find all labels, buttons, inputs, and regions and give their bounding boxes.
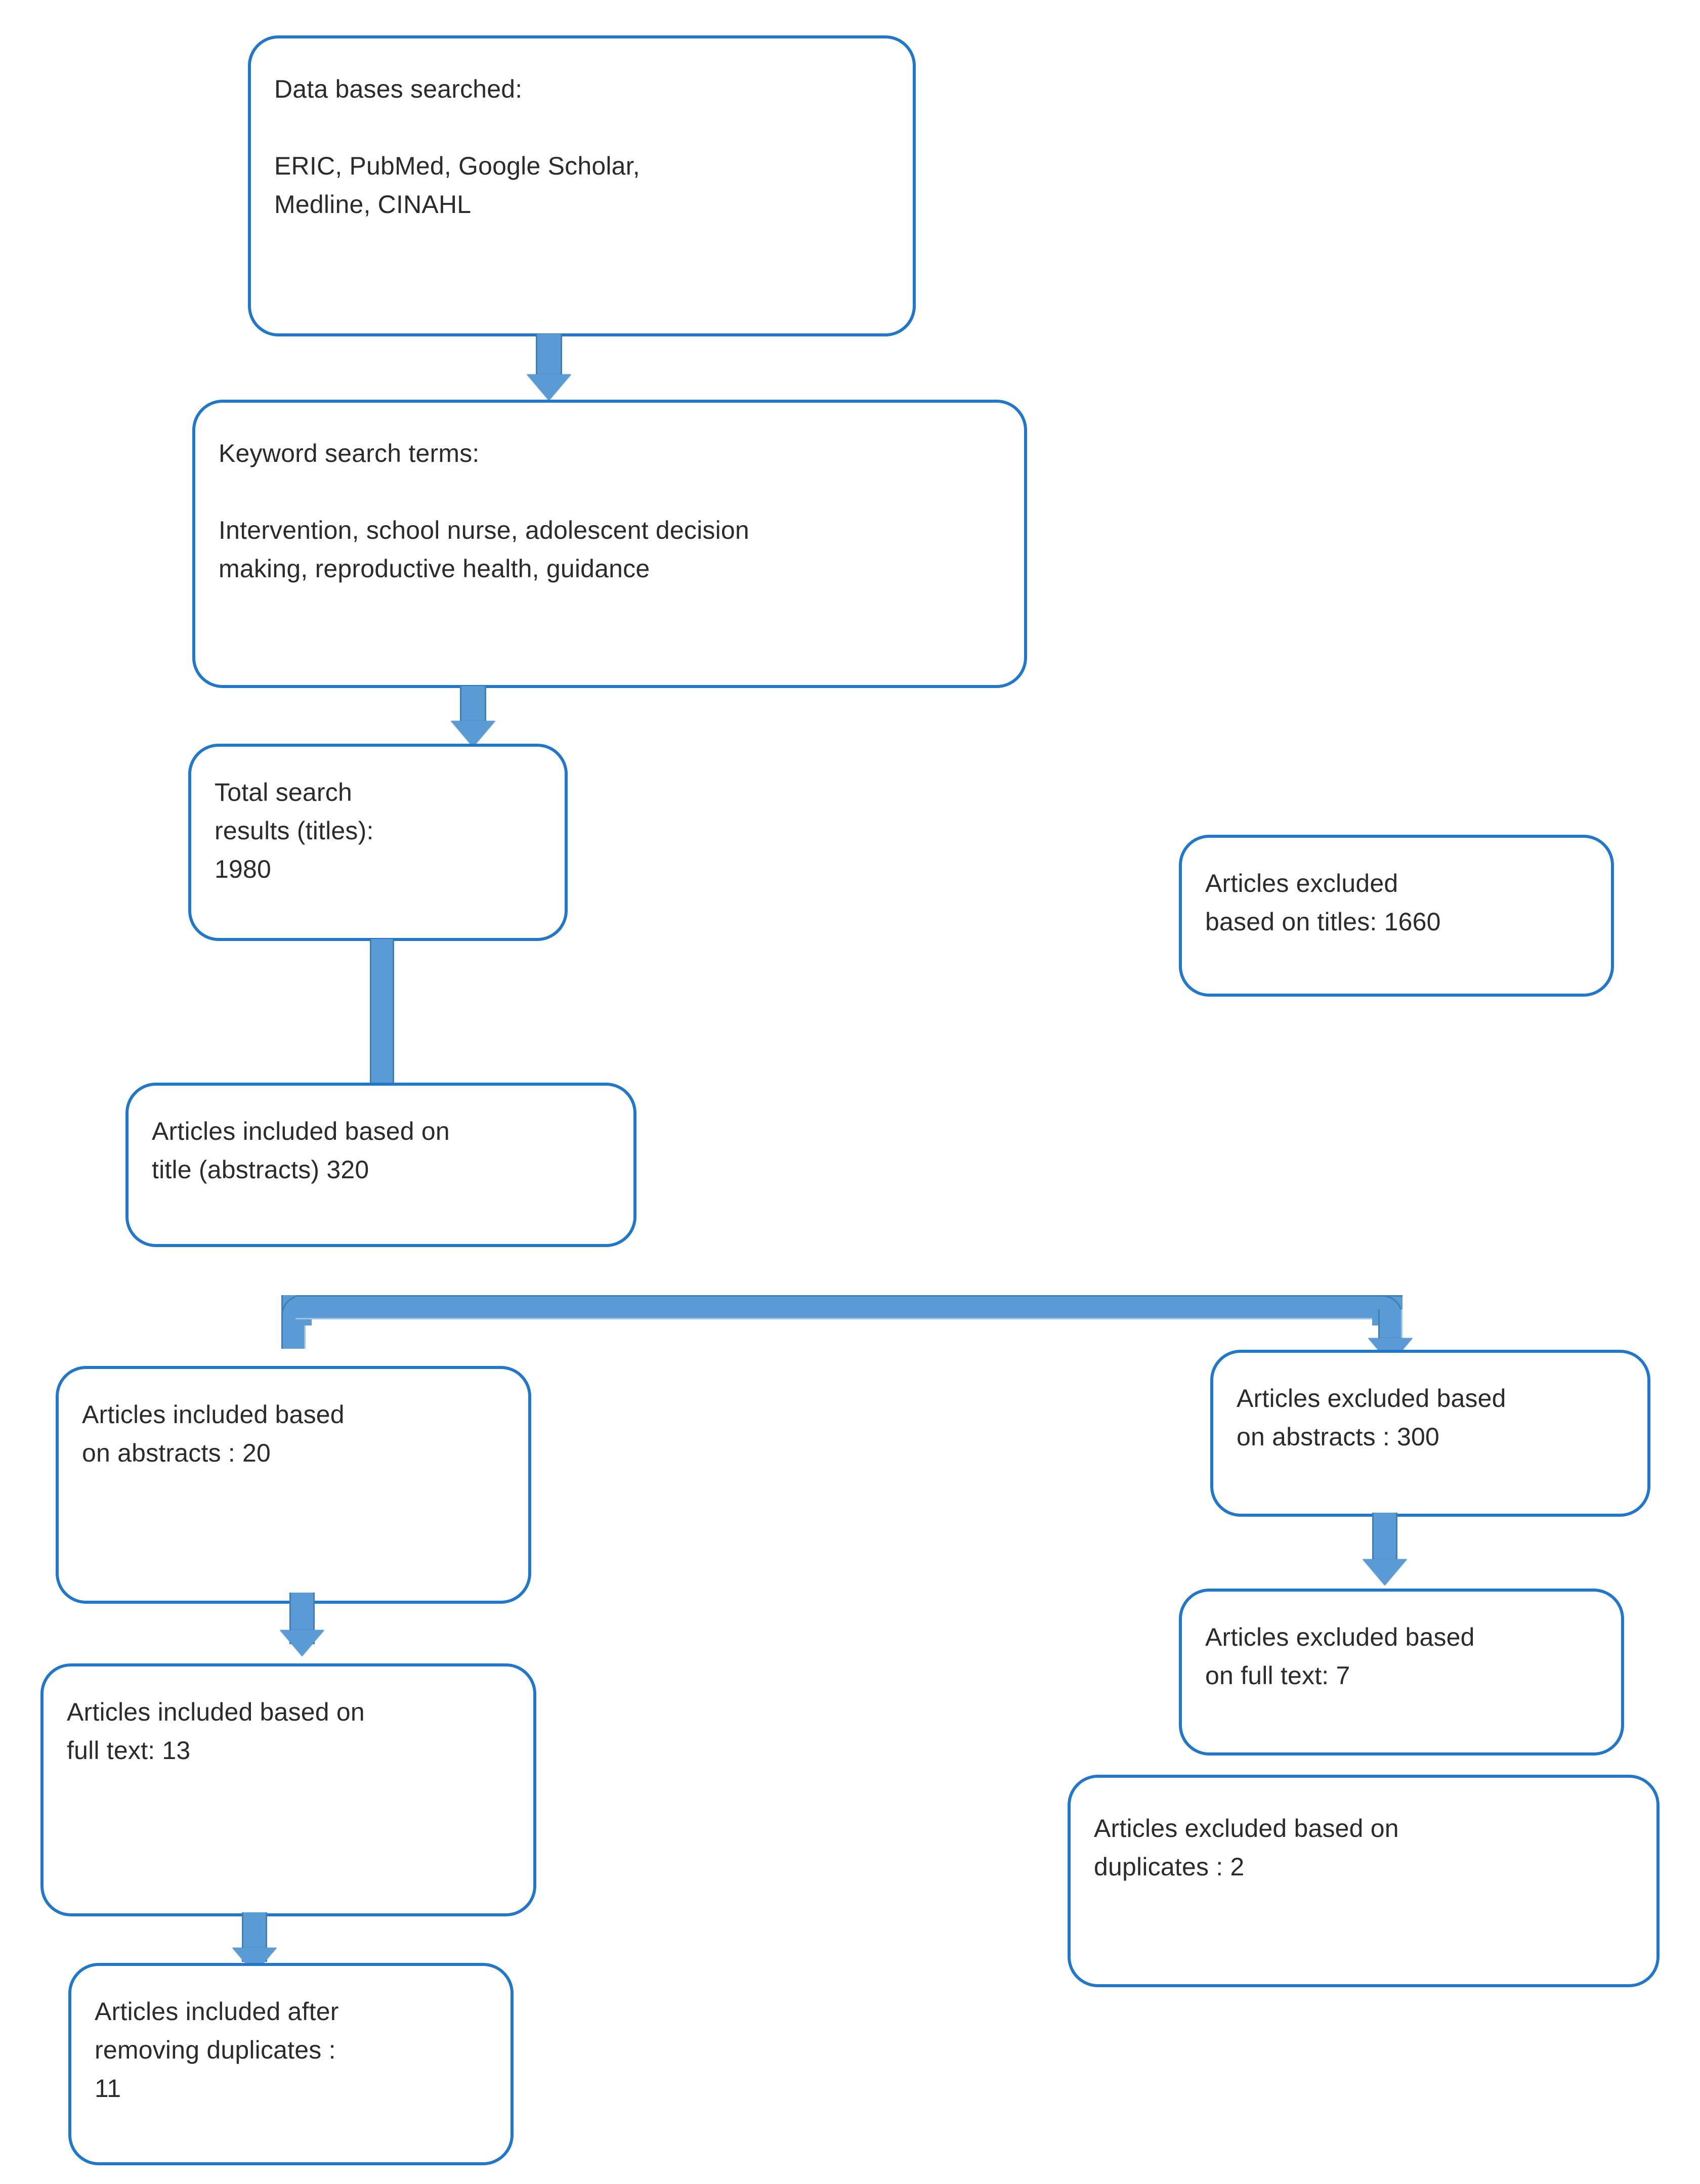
node-included-based-on-title-label: Articles included based on title (abstra… [152, 1117, 450, 1184]
node-included-based-on-full-text-label: Articles included based on full text: 13 [67, 1698, 365, 1765]
node-excluded-based-on-duplicates-label: Articles excluded based on duplicates : … [1094, 1814, 1399, 1881]
node-included-based-on-full-text: Articles included based on full text: 13 [40, 1663, 536, 1916]
connector-segment-horizontal [295, 1295, 1402, 1319]
node-databases-searched: Data bases searched: ERIC, PubMed, Googl… [248, 35, 916, 336]
node-excluded-based-on-full-text-label: Articles excluded based on full text: 7 [1205, 1623, 1475, 1690]
node-excluded-based-on-abstracts: Articles excluded based on abstracts : 3… [1210, 1350, 1650, 1517]
node-excluded-based-on-duplicates: Articles excluded based on duplicates : … [1068, 1775, 1660, 1987]
node-keyword-search-terms-label: Keyword search terms: Intervention, scho… [219, 439, 749, 583]
node-included-based-on-title: Articles included based on title (abstra… [125, 1083, 636, 1247]
connector-shaft [1372, 1513, 1397, 1568]
node-included-based-on-abstracts: Articles included based on abstracts : 2… [56, 1366, 531, 1604]
arrowhead-down-icon [280, 1630, 324, 1656]
node-included-after-removing-duplicates: Articles included after removing duplica… [68, 1963, 514, 2165]
node-excluded-based-on-titles-label: Articles excluded based on titles: 1660 [1205, 869, 1441, 936]
node-excluded-based-on-full-text: Articles excluded based on full text: 7 [1179, 1589, 1624, 1755]
node-databases-searched-label: Data bases searched: ERIC, PubMed, Googl… [274, 75, 640, 219]
node-excluded-based-on-titles: Articles excluded based on titles: 1660 [1179, 835, 1614, 997]
node-total-search-results-label: Total search results (titles): 1980 [215, 778, 374, 883]
node-keyword-search-terms: Keyword search terms: Intervention, scho… [192, 400, 1027, 688]
arrowhead-down-icon [527, 374, 571, 401]
node-total-search-results: Total search results (titles): 1980 [188, 744, 568, 941]
connector-total-results-to-included-titles [370, 939, 394, 1086]
arrowhead-down-icon [451, 721, 495, 747]
node-included-based-on-abstracts-label: Articles included based on abstracts : 2… [82, 1400, 345, 1467]
node-included-after-removing-duplicates-label: Articles included after removing duplica… [95, 1997, 339, 2103]
node-excluded-based-on-abstracts-label: Articles excluded based on abstracts : 3… [1237, 1384, 1506, 1451]
arrowhead-down-icon [1363, 1559, 1407, 1586]
